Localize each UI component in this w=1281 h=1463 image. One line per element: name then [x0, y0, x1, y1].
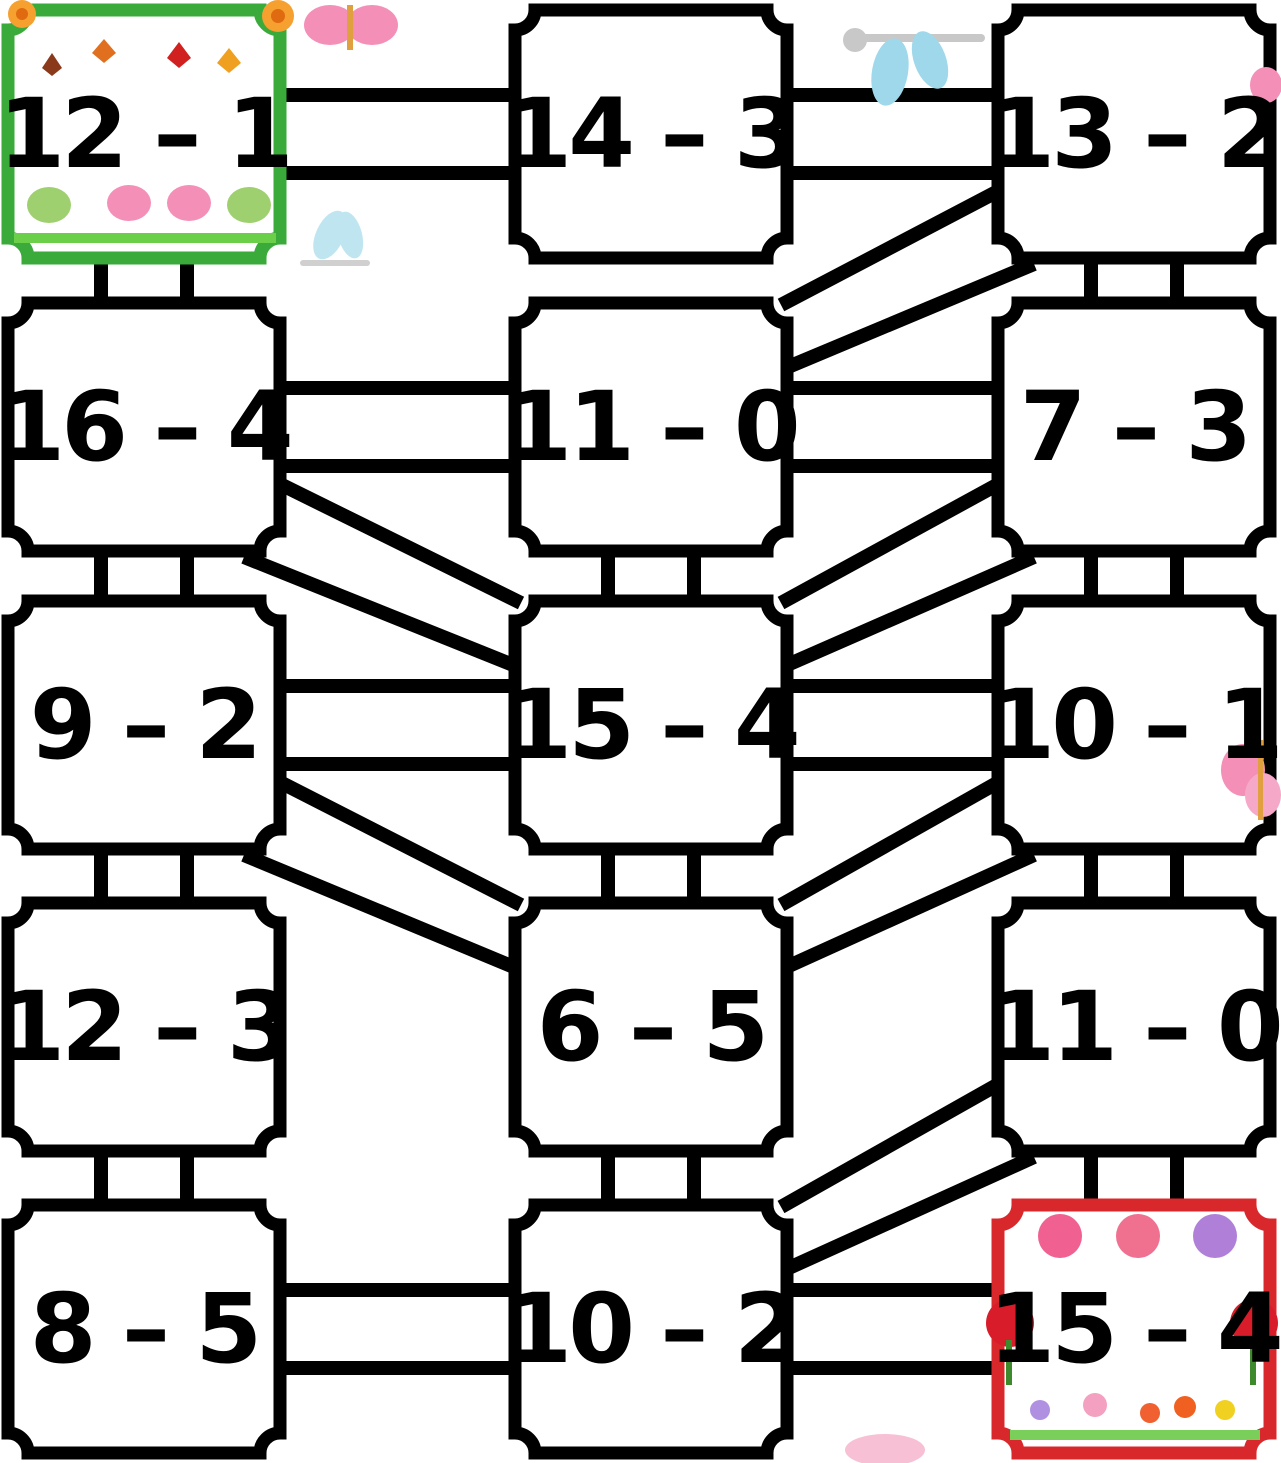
cell-box[interactable]	[515, 903, 787, 1151]
cell-box[interactable]	[8, 1205, 280, 1453]
maze-cell[interactable]	[515, 903, 787, 1151]
cell-box[interactable]	[8, 903, 280, 1151]
maze-cell[interactable]	[998, 10, 1270, 258]
start-cell-box[interactable]	[8, 10, 280, 258]
maze-cell[interactable]	[515, 303, 787, 551]
cell-box[interactable]	[998, 10, 1270, 258]
cell-box[interactable]	[515, 303, 787, 551]
cell-box[interactable]	[515, 10, 787, 258]
maze-cell[interactable]	[515, 1205, 787, 1453]
path-connector	[244, 855, 533, 975]
cell-box[interactable]	[998, 601, 1270, 849]
maze-cell[interactable]	[998, 903, 1270, 1151]
maze-cell[interactable]	[998, 1205, 1270, 1453]
maze-cell[interactable]	[8, 601, 280, 849]
cell-box[interactable]	[515, 601, 787, 849]
maze-cell[interactable]	[8, 903, 280, 1151]
maze-cell[interactable]	[515, 601, 787, 849]
maze-cell[interactable]	[515, 10, 787, 258]
cell-box[interactable]	[515, 1205, 787, 1453]
maze-cell[interactable]	[998, 303, 1270, 551]
cell-box[interactable]	[998, 903, 1270, 1151]
cell-box[interactable]	[8, 601, 280, 849]
finish-cell-box[interactable]	[998, 1205, 1270, 1453]
maze-cell[interactable]	[8, 303, 280, 551]
maze-cell[interactable]	[8, 10, 280, 258]
maze-cell[interactable]	[998, 601, 1270, 849]
maze-cell[interactable]	[8, 1205, 280, 1453]
cell-box[interactable]	[8, 303, 280, 551]
path-connector	[244, 557, 533, 673]
cells-layer	[8, 10, 1270, 1453]
cell-box[interactable]	[998, 303, 1270, 551]
